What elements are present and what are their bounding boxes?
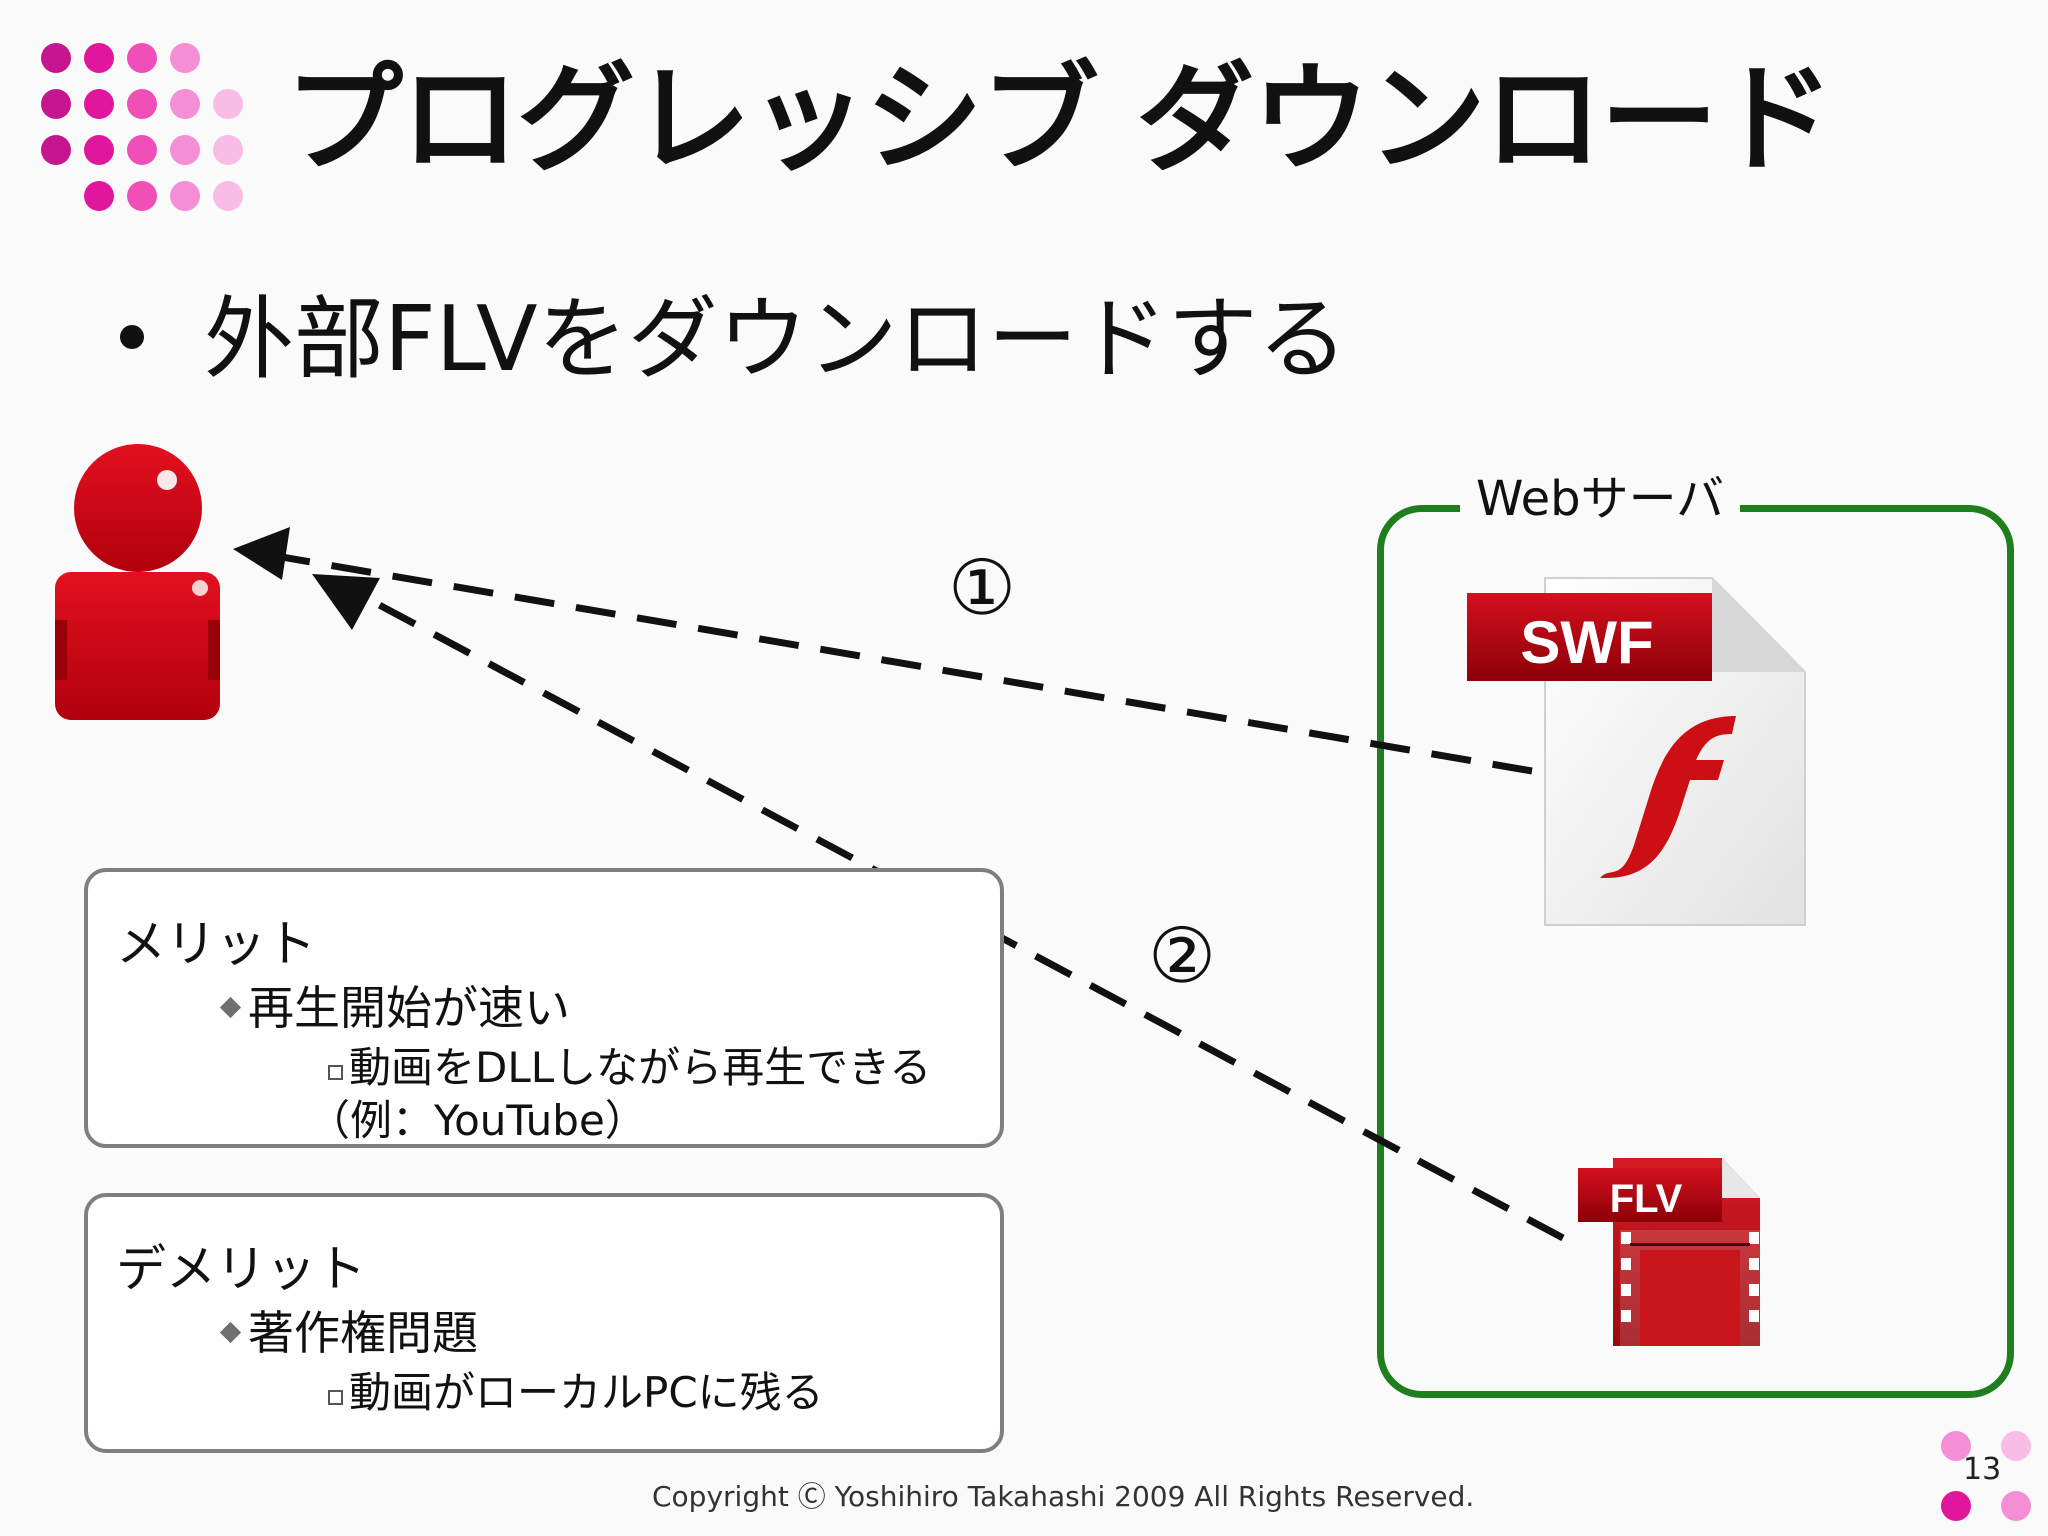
merit-detail-text: 動画をDLLしながら再生できる (349, 1043, 932, 1092)
demerit-point: 著作権問題 (219, 1297, 478, 1363)
slide-title: プログレッシブ ダウンロード (285, 50, 1834, 188)
merit-detail: 動画をDLLしながら再生できる (328, 1034, 931, 1095)
merit-point-text: 再生開始が速い (248, 981, 570, 1035)
swf-label: SWF (1520, 609, 1653, 676)
demerit-detail-text: 動画がローカルPCに残る (349, 1368, 824, 1417)
web-server-label: Webサーバ (1460, 473, 1741, 526)
merit-example: （例：YouTube） (308, 1096, 647, 1145)
arrow-1 (233, 527, 1533, 775)
bullet-item: 外部FLVをダウンロードする (120, 295, 1348, 385)
square-bullet-icon (328, 1390, 343, 1405)
copyright-text: Copyright Ⓒ Yoshihiro Takahashi 2009 All… (652, 1480, 1475, 1513)
bullet-dot (120, 325, 144, 350)
flv-label: FLV (1610, 1177, 1683, 1221)
step-1-label: ① (948, 543, 1017, 632)
demerit-heading: デメリット (116, 1240, 366, 1298)
merit-heading: メリット (116, 915, 316, 973)
bullet-text: 外部FLVをダウンロードする (204, 287, 1348, 392)
diamond-bullet-icon (219, 996, 242, 1019)
demerit-point-text: 著作権問題 (248, 1306, 478, 1360)
merit-point: 再生開始が速い (219, 972, 570, 1038)
diamond-bullet-icon (219, 1321, 242, 1344)
flv-file-icon: FLV (1578, 1158, 1760, 1348)
demerit-detail: 動画がローカルPCに残る (328, 1359, 824, 1420)
swf-file-icon: SWF (1467, 577, 1806, 926)
user-icon (55, 444, 220, 720)
merit-box: メリット 再生開始が速い 動画をDLLしながら再生できる （例：YouTube） (84, 868, 1004, 1148)
step-2-label: ② (1148, 911, 1217, 1000)
page-dots-icon (1941, 1431, 2031, 1521)
page-number: 13 (1963, 1452, 2002, 1487)
square-bullet-icon (328, 1065, 343, 1080)
decorative-dots-icon (41, 43, 243, 211)
demerit-box: デメリット 著作権問題 動画がローカルPCに残る (84, 1193, 1004, 1453)
